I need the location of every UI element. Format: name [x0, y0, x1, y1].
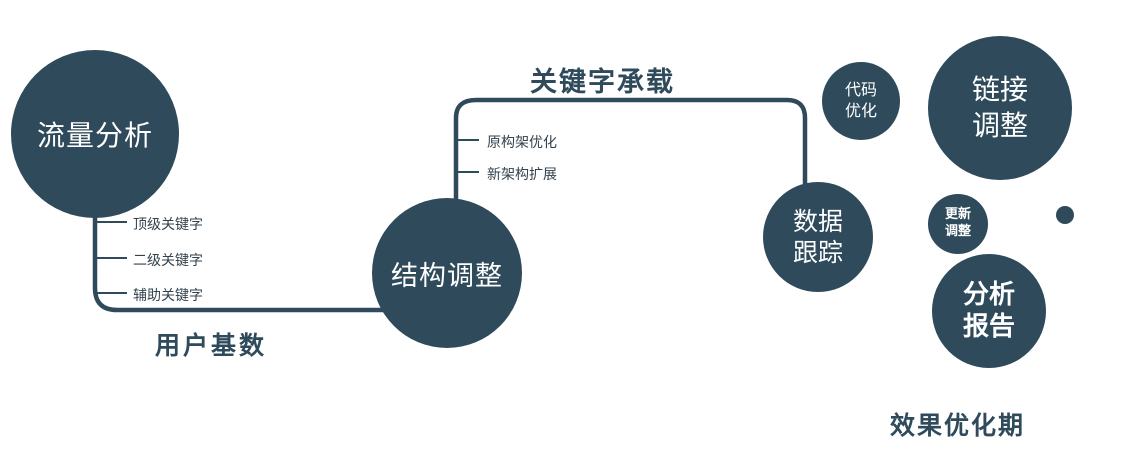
node-update-adjustment-line1: 更新 [944, 207, 971, 223]
node-link-adjustment: 链接 调整 [928, 36, 1072, 180]
node-data-tracking-line2: 跟踪 [792, 238, 843, 267]
node-analysis-report-line1: 分析 [962, 279, 1015, 310]
node-structure-adjustment: 结构调整 [372, 198, 522, 348]
node-update-adjustment-line2: 调整 [944, 224, 971, 239]
node-data-tracking: 数据 跟踪 [763, 182, 873, 292]
branch-label-original-arch: 原构架优化 [487, 135, 557, 151]
decorative-dot [1056, 206, 1074, 224]
node-analysis-report-line2: 报告 [962, 312, 1015, 342]
edge-structure-to-tracking [453, 97, 808, 199]
node-data-tracking-line1: 数据 [792, 206, 843, 236]
edge-label-user-base: 用户基数 [155, 331, 268, 360]
node-code-optimization: 代码 优化 [822, 62, 900, 140]
node-code-optimization-line2: 优化 [844, 101, 877, 120]
node-code-optimization-line1: 代码 [844, 80, 877, 100]
node-update-adjustment: 更新 调整 [928, 194, 988, 254]
branch-label-new-arch: 新架构扩展 [487, 167, 557, 183]
edge-traffic-to-structure [92, 216, 400, 313]
node-structure-adjustment-label: 结构调整 [391, 260, 503, 292]
node-traffic-analysis-label: 流量分析 [36, 119, 153, 152]
node-traffic-analysis: 流量分析 [11, 50, 179, 218]
edge-label-keyword-bearing: 关键字承载 [530, 67, 675, 98]
branch-label-top-keyword: 顶级关键字 [133, 217, 203, 233]
diagram-caption: 效果优化期 [890, 411, 1026, 440]
branch-label-aux-keyword: 辅助关键字 [133, 288, 203, 304]
node-link-adjustment-line1: 链接 [971, 72, 1028, 106]
node-analysis-report: 分析 报告 [932, 254, 1046, 368]
node-link-adjustment-line2: 调整 [971, 109, 1028, 142]
branch-label-second-keyword: 二级关键字 [133, 253, 203, 269]
